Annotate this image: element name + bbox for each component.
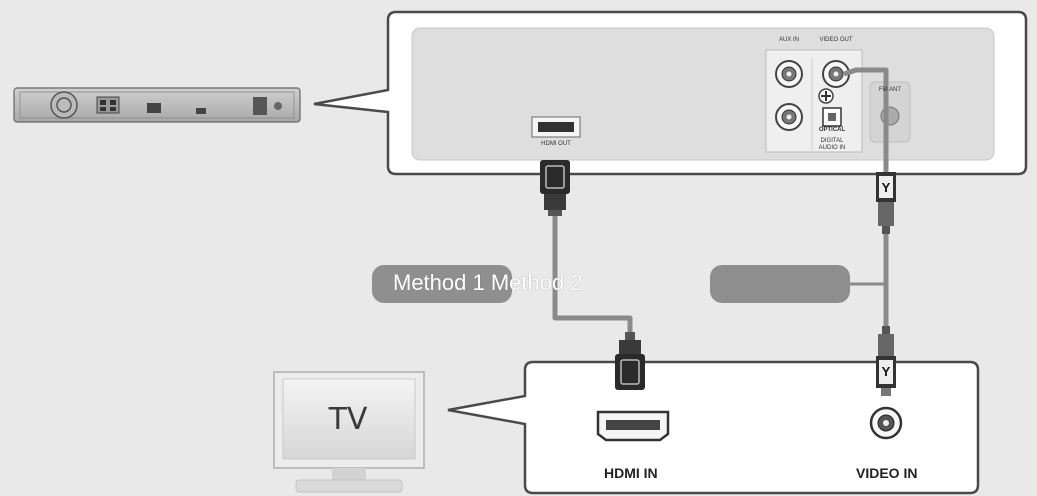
hdmi-in-label: HDMI IN: [604, 465, 658, 481]
method-1-label: Method 1: [393, 270, 485, 295]
aux-in-label: AUX IN: [778, 37, 799, 43]
plus-icon: [818, 88, 834, 104]
method-labels: Method 1 Method 2: [393, 270, 583, 296]
hdmi-port-icon: [596, 410, 670, 442]
hdmi-out-port: [531, 116, 581, 138]
method-1-pill: [372, 265, 512, 303]
aux-in-jack-icon: [775, 60, 803, 88]
optical-port-icon: [822, 107, 842, 127]
digital-audio-in-label: DIGITAL AUDIO IN: [818, 138, 846, 151]
rca-plug-icon: [876, 172, 896, 234]
tv-hdmi-plug-icon: [615, 332, 645, 390]
method-2-label: Method 2: [490, 270, 583, 295]
video-cable: [843, 67, 889, 330]
hdmi-cable: [552, 214, 633, 336]
tv-label: TV: [328, 402, 368, 437]
fm-antenna-label: FM ANT: [879, 87, 901, 93]
tv-rca-plug-icon: [876, 326, 896, 396]
hdmi-out-label: HDMI OUT: [541, 141, 571, 147]
method-2-pill: [710, 265, 850, 303]
tv-icon: [273, 371, 425, 493]
video-plug-y-label: Y: [881, 180, 891, 195]
tv-callout-panel: [447, 360, 980, 495]
tv-video-plug-y-label: Y: [881, 364, 891, 379]
video-in-label: VIDEO IN: [856, 465, 918, 481]
home-theater-unit-icon: [13, 87, 301, 123]
aux-in-jack-2-icon: [775, 103, 803, 131]
hdmi-plug-icon: [540, 160, 570, 216]
rca-jack-icon: [869, 406, 903, 440]
video-out-jack-icon: [822, 60, 850, 88]
video-out-label: VIDEO OUT: [819, 37, 853, 43]
optical-label: OPTICAL: [818, 127, 846, 133]
